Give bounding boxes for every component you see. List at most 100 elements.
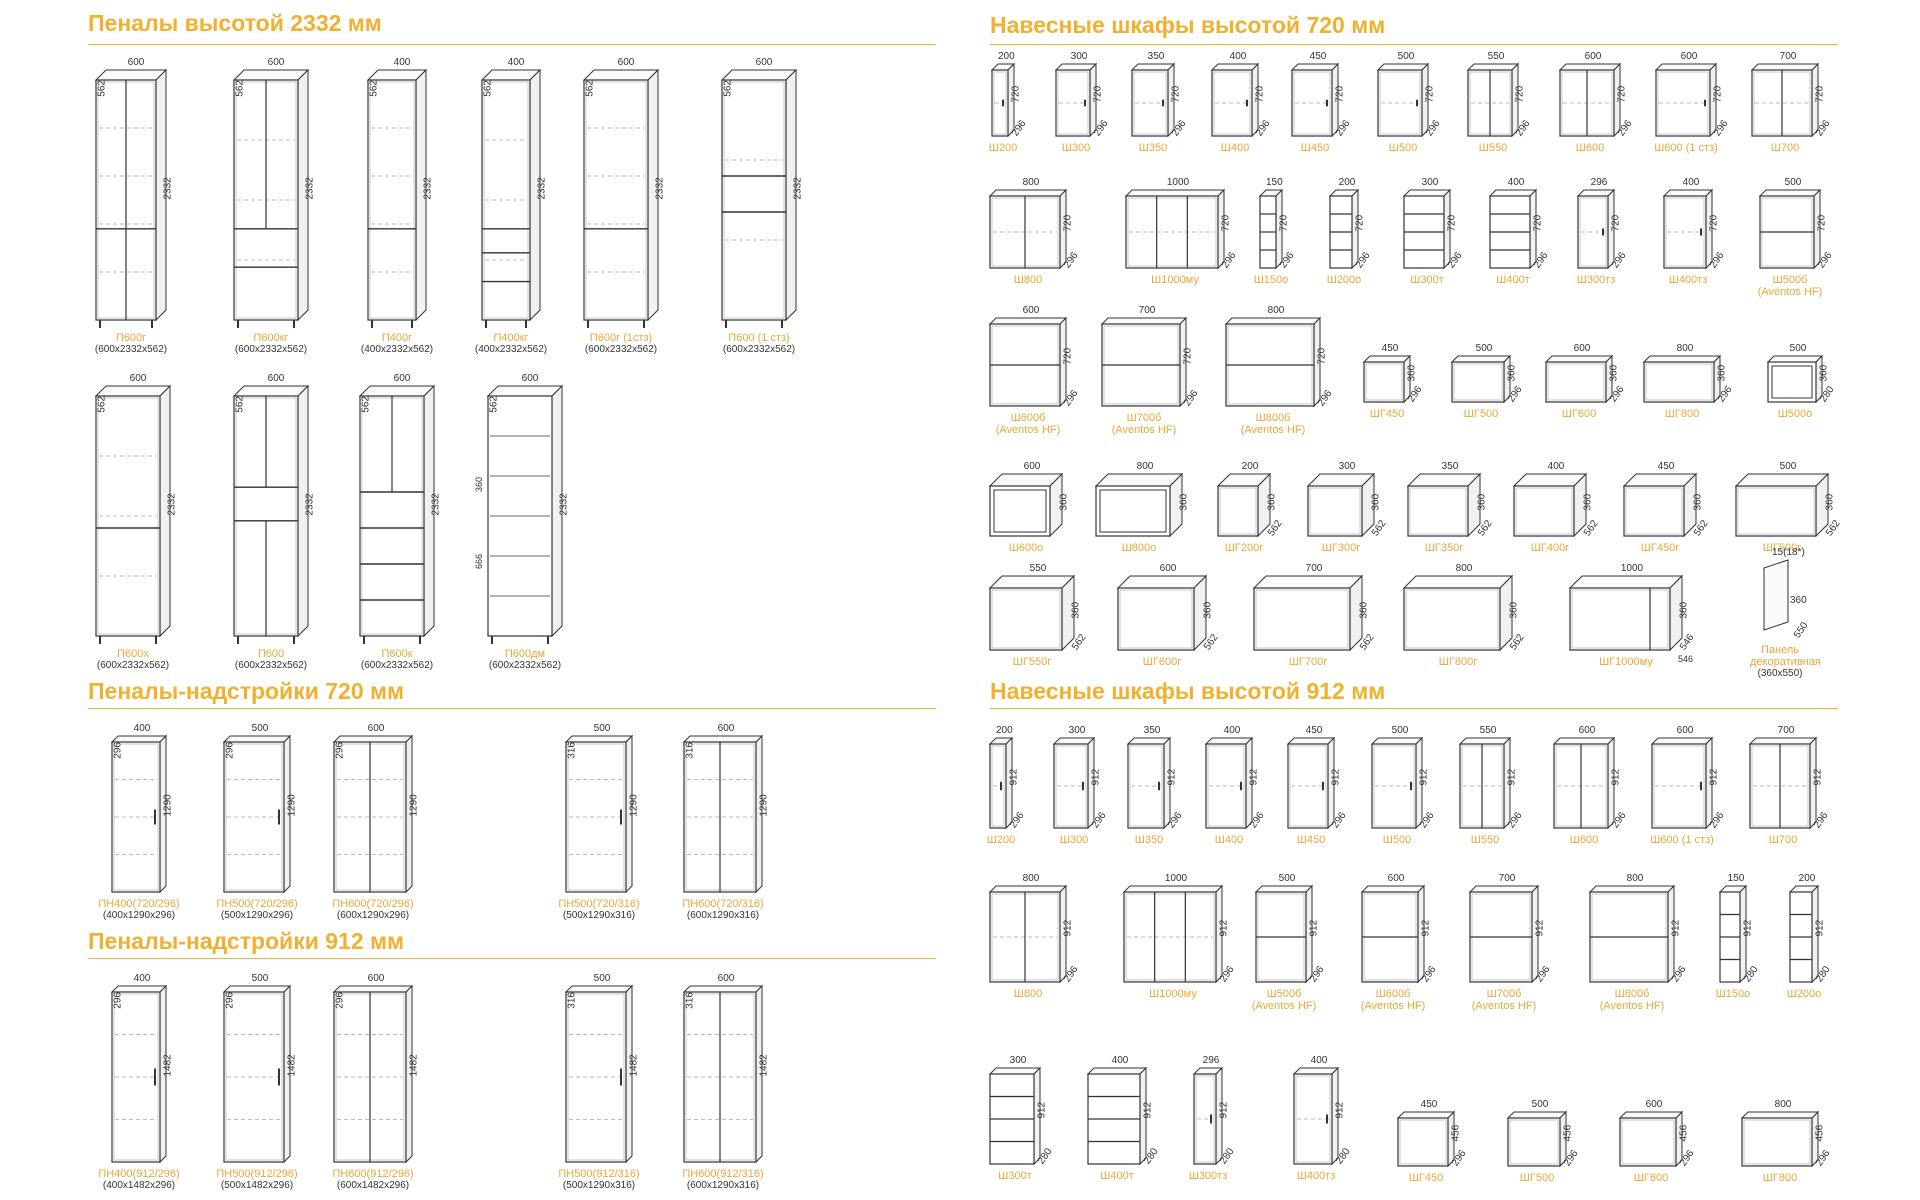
dim-width: 400	[1111, 1055, 1129, 1066]
dim-width: 450	[1420, 1099, 1438, 1110]
dim-width: 200	[1798, 873, 1816, 884]
dim-height: 456	[1814, 1124, 1826, 1142]
cabinet-drawing	[1718, 884, 1748, 984]
dim-width: 296	[1590, 177, 1608, 188]
cabinet-label: Ш800б(Aventos HF)	[1212, 412, 1334, 436]
cabinet-name: П600х	[117, 648, 149, 660]
cabinet-drawing	[1370, 736, 1424, 830]
cabinet-name: Ш400тз	[1296, 1170, 1336, 1182]
dim-height: 1290	[628, 794, 640, 817]
cabinet-drawing	[480, 68, 542, 328]
dim-height: 720	[1816, 214, 1828, 232]
cabinet-name-suffix: (Aventos HF)	[1240, 424, 1306, 436]
dim-width: 800	[1267, 305, 1285, 316]
cabinet-label: Ш300т	[1390, 274, 1464, 286]
dim-depth: 316	[684, 742, 696, 759]
cabinet-drawing	[1328, 188, 1360, 270]
cabinet-name: Ш800б	[1255, 412, 1291, 424]
dim-height: 912	[1062, 919, 1074, 937]
cabinet-label: Ш600о	[976, 542, 1076, 554]
dim-height: 720	[1708, 214, 1720, 232]
cabinet-size: (600x1290x296)	[336, 910, 410, 921]
dim-height: 2332	[304, 493, 316, 516]
cabinet-name: Ш550	[1470, 834, 1500, 846]
cabinet-label: Ш150о	[1246, 274, 1296, 286]
cabinet-name: ШГ700г	[1288, 656, 1328, 668]
dim-depth: 562	[96, 80, 108, 97]
cabinet-label: ПН600(720/296)(600x1290x296)	[320, 898, 426, 922]
dim-height: 2332	[536, 177, 548, 200]
dim-width: 550	[1029, 563, 1047, 574]
cabinet-drawing	[988, 1066, 1042, 1166]
dim-width: 150	[1727, 873, 1745, 884]
dim-height: 720	[1610, 214, 1622, 232]
cabinet-label: Ш800о	[1082, 542, 1196, 554]
cabinet-label: ШГ500	[1438, 408, 1524, 420]
dim-width: 600	[617, 57, 635, 68]
cabinet-label: ПН500(912/316)(500x1290x316)	[552, 1168, 646, 1192]
dim-height: 720	[1182, 347, 1194, 365]
cabinet-drawing	[94, 384, 172, 644]
dim-width: 600	[1023, 461, 1041, 472]
section-top-912: Пеналы-надстройки 912 мм	[88, 928, 936, 964]
dim-width: 800	[1626, 873, 1644, 884]
dim-depth: 562	[234, 396, 246, 413]
dim-height: 360	[1678, 601, 1690, 619]
cabinet-name-suffix: (Aventos HF)	[995, 424, 1061, 436]
cabinet-label: ПН400(912/296)(400x1482x296)	[98, 1168, 180, 1192]
cabinet-label: Ш400т	[1074, 1170, 1160, 1182]
dim-height: 1482	[286, 1054, 298, 1077]
cabinet-size: (600x1290x316)	[686, 910, 760, 921]
dim-width: 200	[996, 725, 1013, 736]
cabinet-drawing	[1468, 884, 1540, 984]
dim-height: 2332	[422, 177, 434, 200]
dim-width: 150	[1266, 177, 1283, 188]
cabinet-label: Ш400	[1198, 142, 1272, 154]
dim-height: 720	[1170, 85, 1182, 103]
cabinet-label: ПН600(720/316)(600x1290x316)	[670, 898, 776, 922]
cabinet-name: ШГ300г	[1321, 542, 1361, 554]
dim-height: 360	[1370, 493, 1382, 511]
cabinet-label: Ш800б(Aventos HF)	[1576, 988, 1688, 1012]
dim-width: 700	[1138, 305, 1156, 316]
cabinet-drawing	[1402, 188, 1452, 270]
dim-width: 300	[1070, 51, 1088, 62]
cabinet-label: Ш150о	[1706, 988, 1760, 1000]
cabinet-name: ШГ350г	[1424, 542, 1464, 554]
cabinet-name: Ш500	[1382, 834, 1412, 846]
cabinet-size: (400x2332x562)	[474, 344, 548, 355]
cabinet-label: Ш200о	[1776, 988, 1832, 1000]
dim-height: 720	[1616, 85, 1628, 103]
cabinet-name: П600г	[115, 332, 147, 344]
cabinet-label: Ш500о	[1754, 408, 1836, 420]
cabinet-name: Ш200	[986, 834, 1016, 846]
section-title: Пеналы-надстройки 912 мм	[88, 928, 405, 954]
cabinet-name: ШГ550г	[1012, 656, 1052, 668]
cabinet-name: Ш300т	[1410, 274, 1444, 286]
dim-width: 700	[1305, 563, 1323, 574]
dim-width: 500	[1397, 51, 1415, 62]
cabinet-drawing	[988, 188, 1068, 270]
cabinet-label: П600х(600x2332x562)	[82, 648, 184, 672]
dim-width: 450	[1309, 51, 1327, 62]
dim-width: 700	[1498, 873, 1516, 884]
dim-height: 360	[1818, 364, 1830, 382]
dim-width: 600	[717, 723, 735, 734]
cabinet-drawing	[1126, 736, 1172, 830]
dim-height: 720	[1532, 214, 1544, 232]
dim-inner-1: 360	[474, 476, 484, 492]
cabinet-drawing	[1124, 188, 1226, 270]
cabinet-drawing	[1642, 354, 1722, 404]
dim-width: 400	[1223, 725, 1241, 736]
